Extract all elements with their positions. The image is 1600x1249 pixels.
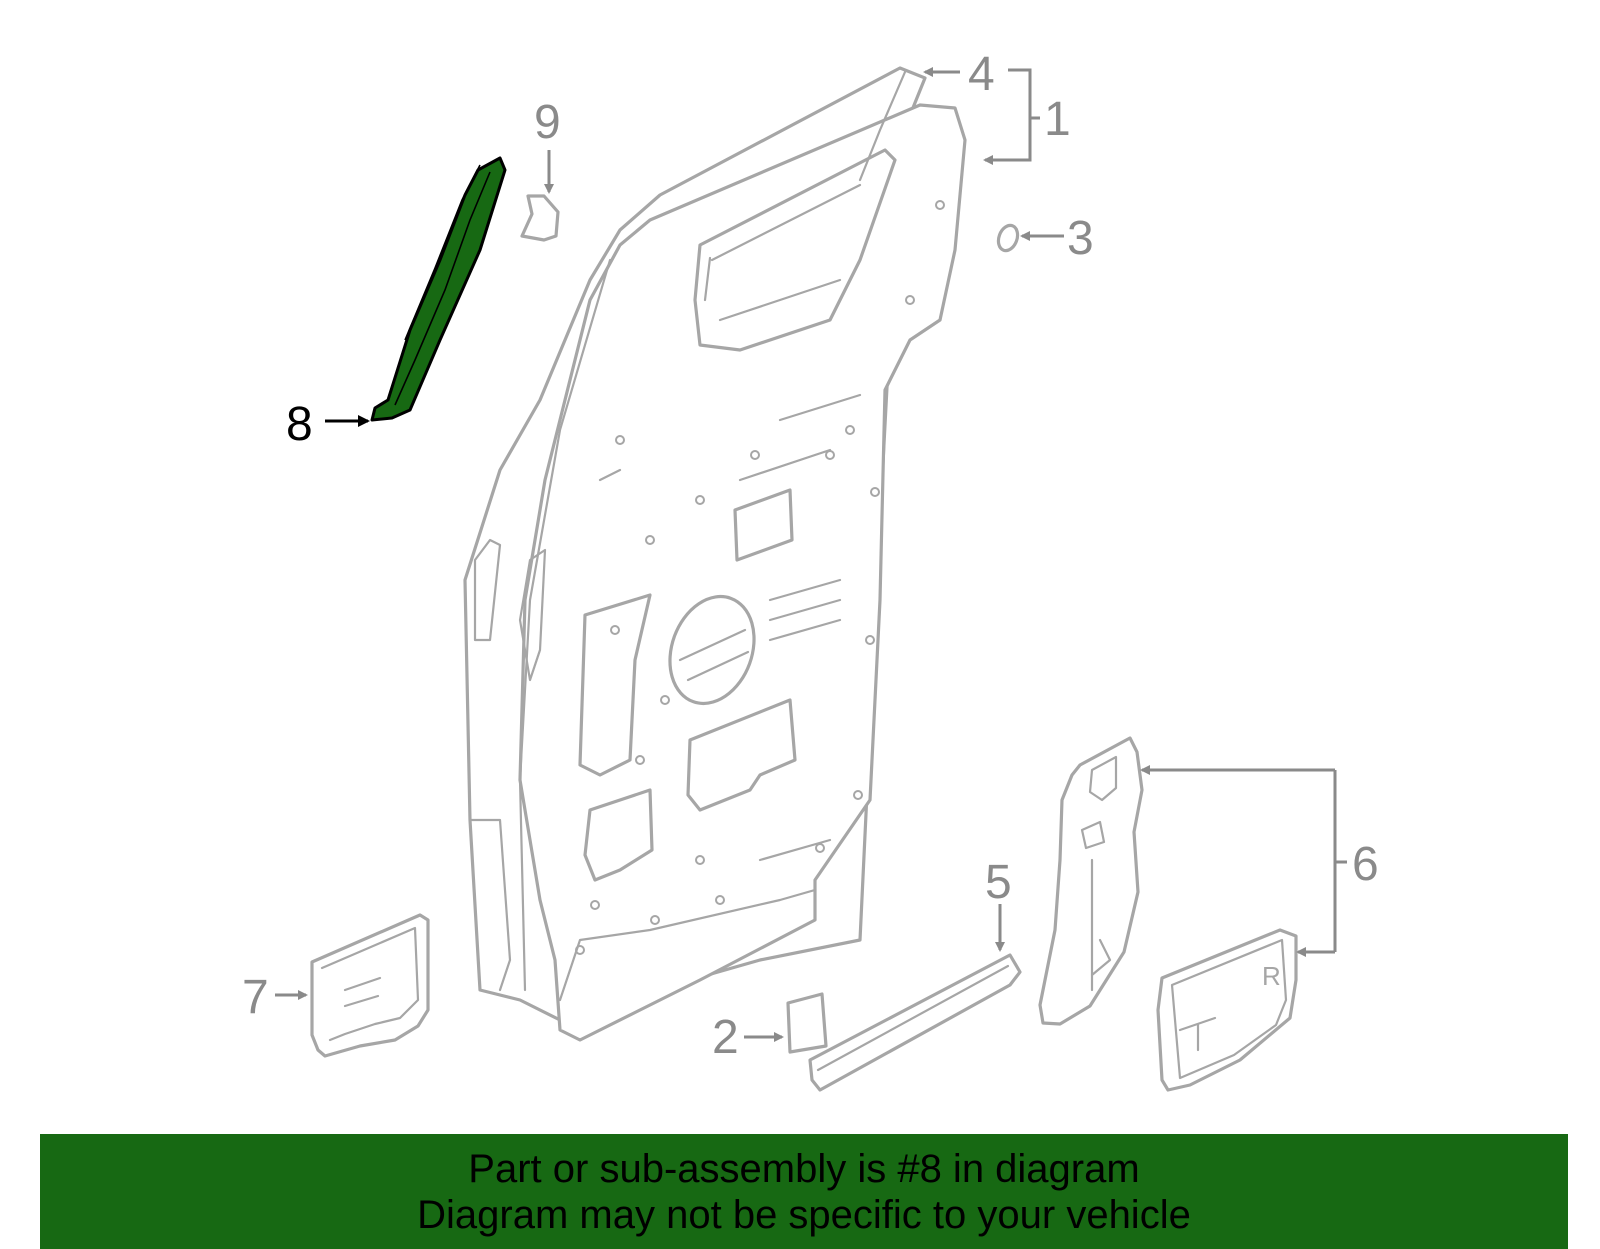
- callout-9: 9: [534, 96, 561, 149]
- shield-mark-r: R: [1262, 961, 1281, 991]
- patch-part-2: [786, 992, 828, 1054]
- callout-3: 3: [1067, 212, 1094, 265]
- plug-part-3: [996, 223, 1020, 253]
- info-banner: Part or sub-assembly is #8 in diagram Di…: [40, 1134, 1568, 1249]
- sill-molding-part-5: [808, 953, 1022, 1092]
- water-shields-part-6: R: [1038, 736, 1298, 1092]
- callout-4: 4: [968, 48, 995, 101]
- banner-line-2: Diagram may not be specific to your vehi…: [417, 1192, 1191, 1237]
- callout-6: 6: [1352, 838, 1379, 891]
- callout-7: 7: [242, 971, 269, 1024]
- callout-5: 5: [985, 856, 1012, 909]
- weatherstrip-part-4: [518, 70, 907, 992]
- shield-part-7: [310, 913, 430, 1058]
- leader-lines: [275, 67, 1347, 1042]
- parts-diagram: R 1 2 3 4 5 6 7 8 9: [242, 48, 1379, 1092]
- banner-line-1: Part or sub-assembly is #8 in diagram: [468, 1146, 1140, 1191]
- callout-2: 2: [712, 1011, 739, 1064]
- callout-1: 1: [1044, 93, 1071, 146]
- callout-8-highlighted: 8: [286, 398, 313, 451]
- highlighted-molding-part-8: [370, 156, 507, 422]
- bracket-part-9: [520, 194, 560, 242]
